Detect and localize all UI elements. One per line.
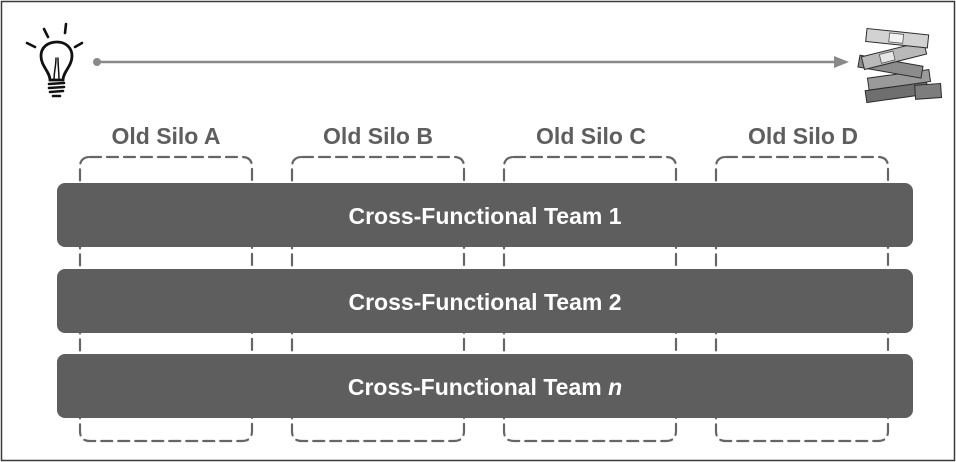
team-label-1: Cross-Functional Team 1	[348, 203, 621, 229]
silo-label-c: Old Silo C	[536, 123, 646, 149]
team-bar-1	[57, 183, 913, 247]
lightbulb-icon	[25, 22, 84, 98]
team-label-2-prefix: Cross-Functional Team	[348, 289, 608, 315]
team-label-1-prefix: Cross-Functional Team	[348, 203, 608, 229]
silo-outline-b	[290, 155, 466, 443]
team-label-1-suffix: 1	[609, 203, 622, 229]
team-label-n-suffix: n	[608, 374, 622, 400]
silo-label-b: Old Silo B	[323, 123, 433, 149]
timeline-arrow	[93, 56, 849, 68]
team-bar-n	[57, 354, 913, 418]
silo-label-a: Old Silo A	[111, 123, 220, 149]
team-label-n-prefix: Cross-Functional Team	[348, 374, 608, 400]
team-bar-2	[57, 269, 913, 333]
silo-label-d: Old Silo D	[748, 123, 858, 149]
silo-outline-d	[714, 155, 890, 443]
silo-outline-a	[78, 155, 254, 443]
money-stack-icon	[857, 27, 943, 104]
team-label-2-suffix: 2	[609, 289, 622, 315]
team-label-n: Cross-Functional Team n	[348, 374, 622, 400]
silo-outline-c	[502, 155, 678, 443]
silo-group	[78, 155, 890, 443]
team-label-2: Cross-Functional Team 2	[348, 289, 621, 315]
